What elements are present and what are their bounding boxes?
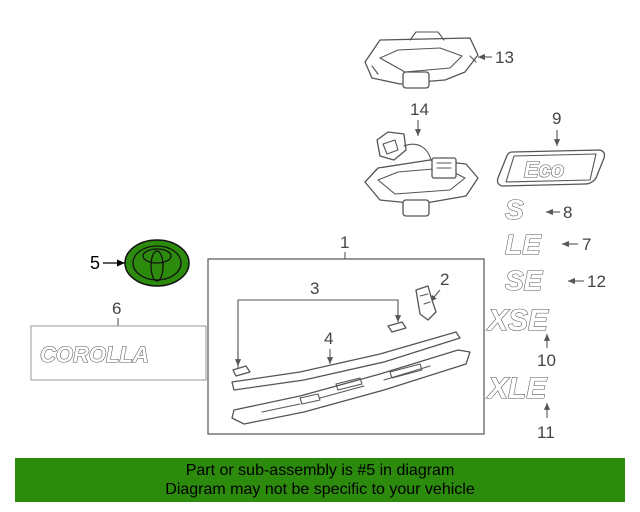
part-9-eco-badge: 9 Eco	[496, 109, 606, 187]
info-banner: Part or sub-assembly is #5 in diagram Di…	[15, 458, 625, 502]
callout-7: 7	[582, 235, 591, 254]
part-7-le-badge: LE 7	[504, 228, 591, 260]
banner-line-1: Part or sub-assembly is #5 in diagram	[185, 462, 455, 479]
part-10-xse-badge: XSE 10	[485, 303, 556, 370]
callout-12: 12	[587, 272, 606, 291]
badge-eco-text: Eco	[524, 157, 564, 182]
badge-le-text: LE	[505, 229, 542, 260]
part-11-xle-badge: XLE 11	[485, 371, 555, 442]
part-14-lamp-assembly: 14	[364, 100, 479, 217]
callout-11: 11	[537, 423, 555, 442]
part-13-lamp-housing: 13	[364, 31, 514, 89]
callout-14: 14	[410, 100, 429, 119]
badge-xse-text: XSE	[486, 304, 549, 337]
callout-6: 6	[112, 299, 121, 318]
part-6-corolla-badge: 6 COROLLA	[30, 299, 207, 381]
callout-10: 10	[537, 351, 556, 370]
badge-corolla-text: COROLLA	[40, 342, 149, 367]
callout-1: 1	[340, 233, 349, 252]
banner-line-2: Diagram may not be specific to your vehi…	[165, 481, 475, 498]
callout-9: 9	[552, 109, 561, 128]
part-1-garnish-assembly: 1 2 3 4	[207, 233, 485, 435]
badge-se-text: SE	[505, 265, 544, 296]
callout-3: 3	[310, 279, 319, 298]
callout-4: 4	[324, 329, 333, 348]
badge-s-text: S	[505, 194, 524, 225]
part-12-se-badge: SE 12	[504, 264, 606, 296]
part-5-toyota-emblem: 5	[90, 239, 190, 287]
callout-5: 5	[90, 253, 100, 273]
part-8-s-badge: S 8	[504, 193, 572, 225]
callout-8: 8	[563, 203, 572, 222]
callout-2: 2	[440, 270, 449, 289]
badge-xle-text: XLE	[486, 372, 547, 405]
parts-diagram: 13 14 9 Eco S 8 LE 7 SE 12	[30, 31, 606, 442]
callout-13: 13	[495, 48, 514, 67]
